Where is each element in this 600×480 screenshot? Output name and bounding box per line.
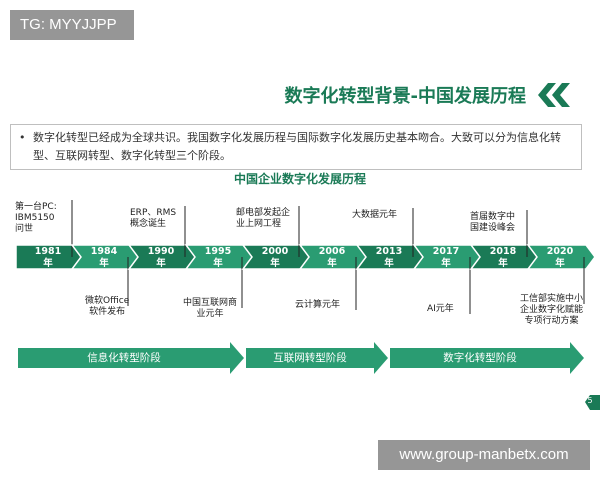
timeline-subtitle: 中国企业数字化发展历程 (233, 172, 366, 186)
bullet-icon: • (19, 131, 26, 144)
timeline-year: 2017 年 (432, 246, 460, 269)
timeline-event: 第一台PC: IBM5150 问世 (15, 202, 57, 234)
timeline-event: 大数据元年 (352, 210, 398, 220)
timeline-year: 1984 年 (90, 246, 118, 269)
timeline-year: 1995 年 (204, 246, 232, 269)
timeline-event: 微软Office 软件发布 (85, 296, 130, 317)
timeline-year: 2018 年 (489, 246, 517, 269)
stage-label: 互联网转型阶段 (273, 352, 347, 364)
stage-arrow (390, 342, 584, 374)
timeline-event: AI元年 (427, 304, 454, 314)
intro-text: 数字化转型已经成为全球共识。我国数字化发展历程与国际数字化发展历史基本吻合。大致… (33, 131, 561, 162)
intro-text-box: • 数字化转型已经成为全球共识。我国数字化发展历程与国际数字化发展历史基本吻合。… (10, 124, 582, 170)
stage-arrow (246, 342, 388, 374)
watermark-top: TG: MYYJJPP (10, 10, 134, 40)
timeline-year: 1990 年 (147, 246, 175, 269)
timeline-year: 2013 年 (375, 246, 403, 269)
page-number: 5 (587, 396, 593, 405)
timeline-year: 2006 年 (318, 246, 346, 269)
page-title: 数字化转型背景-中国发展历程 (284, 86, 526, 107)
timeline-year: 2000 年 (261, 246, 289, 269)
timeline-year: 2020 年 (546, 246, 574, 269)
stage-label: 信息化转型阶段 (87, 352, 161, 364)
timeline-segment (526, 244, 596, 270)
title-row: 数字化转型背景-中国发展历程 (285, 82, 574, 108)
timeline-event: 云计算元年 (295, 300, 341, 310)
timeline-event: 邮电部发起企 业上网工程 (236, 208, 291, 229)
timeline-event: 工信部实施中小 企业数字化赋能 专项行动方案 (520, 294, 584, 326)
timeline-event: 首届数字中 国建设峰会 (470, 212, 516, 233)
watermark-bottom: www.group-manbetx.com (378, 440, 590, 470)
timeline-event: 中国互联网商 业元年 (183, 298, 238, 319)
double-chevron-left-icon (538, 83, 570, 107)
timeline-year: 1981 年 (34, 246, 62, 269)
stage-arrow (18, 342, 244, 374)
timeline-event: ERP、RMS 概念诞生 (130, 208, 177, 229)
stage-label: 数字化转型阶段 (443, 352, 517, 364)
